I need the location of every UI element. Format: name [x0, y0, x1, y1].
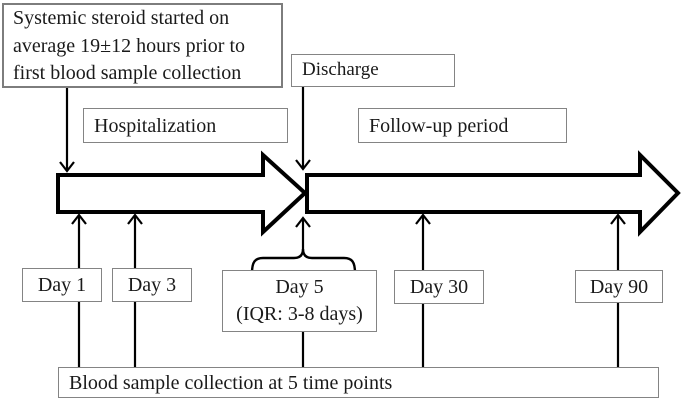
day1-label: Day 1 [37, 274, 87, 296]
steroid-note-line1: Systemic steroid started on [13, 7, 230, 29]
day3-box: Day 3 [112, 268, 192, 302]
steroid-down-arrow-icon [59, 88, 75, 173]
hospitalization-block-arrow [56, 150, 308, 237]
discharge-box: Discharge [291, 54, 455, 87]
day90-box: Day 90 [575, 270, 663, 303]
followup-period-box: Follow-up period [358, 108, 567, 143]
steroid-note-line2: average 19±12 hours prior to [13, 34, 246, 57]
followup-block-arrow [305, 150, 681, 237]
day5-label: Day 5 [275, 276, 324, 298]
blood-sample-label: Blood sample collection at 5 time points [69, 371, 393, 394]
day90-label: Day 90 [589, 275, 649, 298]
steroid-note-box: Systemic steroid started on average 19±1… [2, 3, 283, 88]
followup-period-label: Follow-up period [369, 114, 509, 137]
day1-box: Day 1 [22, 268, 102, 302]
steroid-note-line3: first blood sample collection [13, 62, 242, 84]
day30-label: Day 30 [409, 276, 469, 298]
day3-label: Day 3 [127, 274, 177, 296]
hospitalization-label: Hospitalization [94, 114, 217, 137]
day5-iqr-detail: (IQR: 3-8 days) [236, 303, 363, 325]
discharge-down-arrow-icon [295, 87, 311, 171]
day30-box: Day 30 [394, 270, 484, 304]
discharge-label: Discharge [302, 59, 379, 81]
day5-box: Day 5 (IQR: 3-8 days) [222, 270, 377, 332]
day5-up-arrow-icon [295, 216, 311, 251]
blood-sample-box: Blood sample collection at 5 time points [58, 367, 659, 398]
hospitalization-box: Hospitalization [83, 108, 288, 143]
